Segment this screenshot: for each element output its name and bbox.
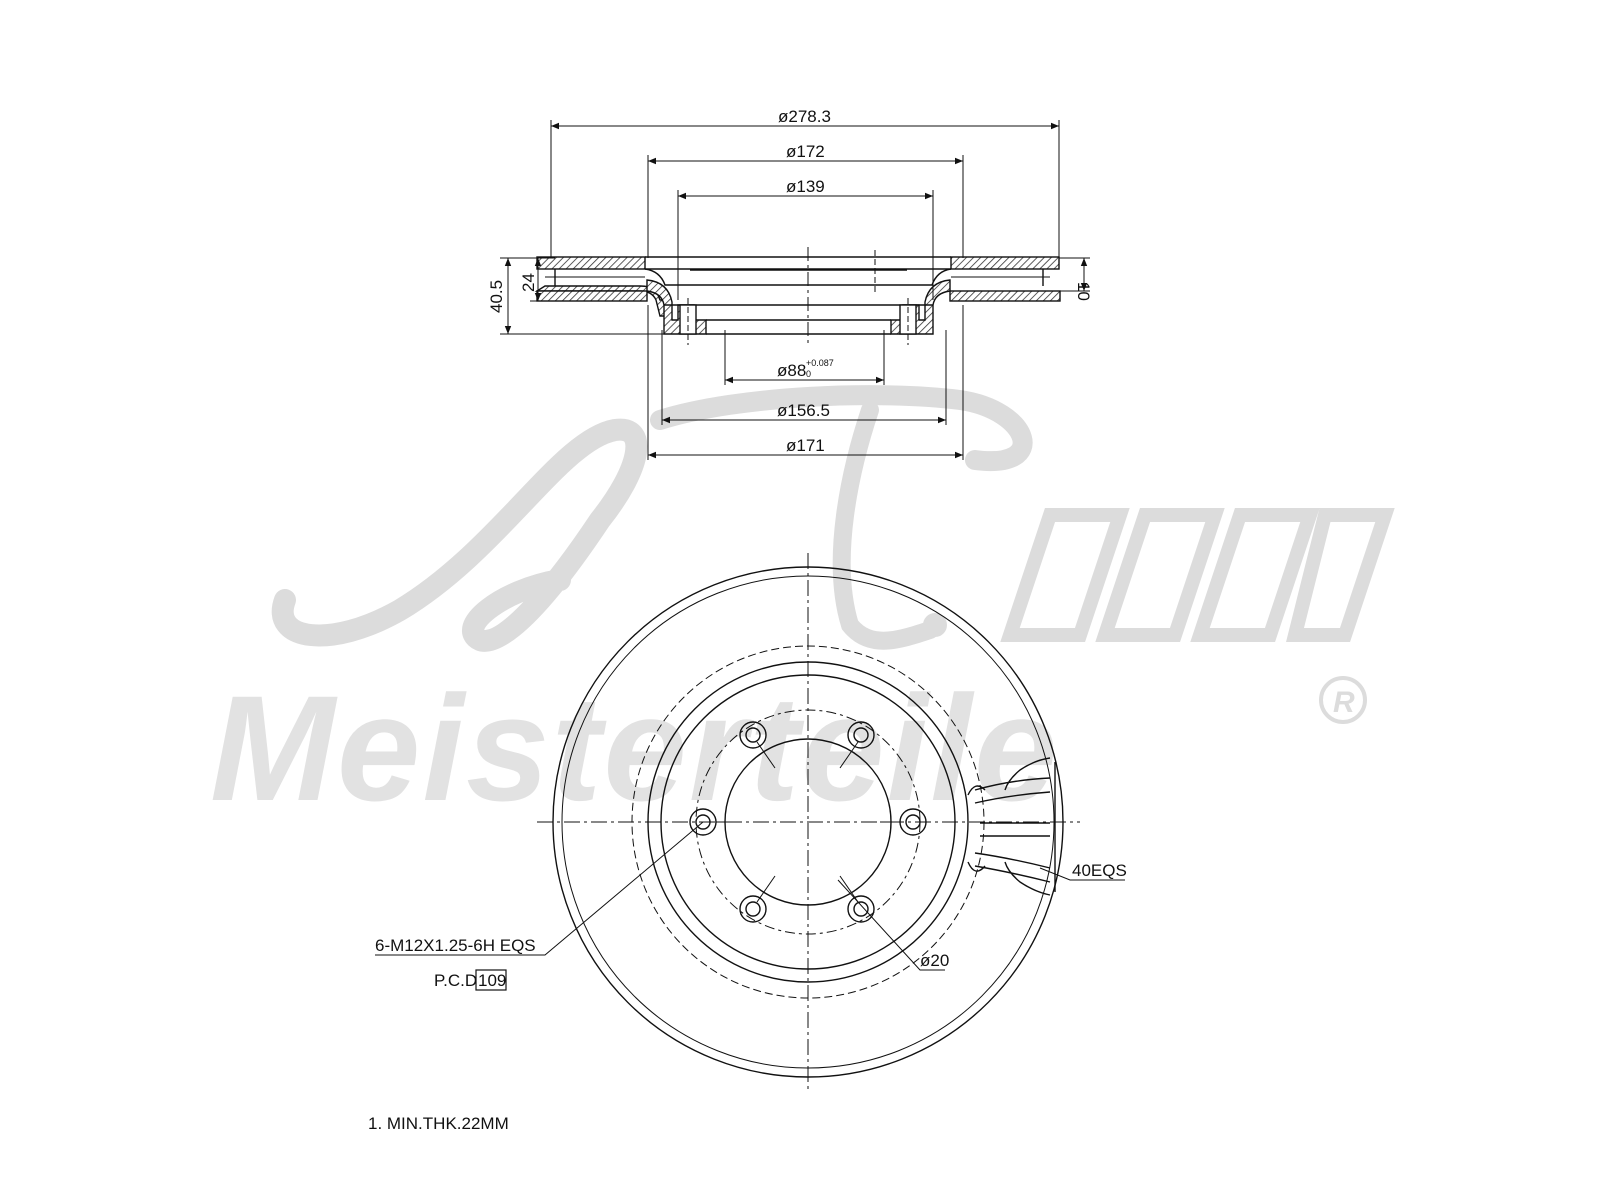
- dim-bore-tol-upper: +0.087: [806, 358, 834, 368]
- upper-friction-plate-left: [536, 256, 646, 270]
- dim-156-5: ø156.5: [777, 401, 830, 420]
- bolt-hole-6: [847, 895, 875, 923]
- side-view: [500, 120, 1090, 460]
- dim-139: ø139: [786, 177, 825, 196]
- pcd-value: 109: [478, 971, 506, 990]
- dim-172: ø172: [786, 142, 825, 161]
- side-view-labels: ø278.3 ø172 ø139 ø88 +0.087 0 ø156.5 ø17…: [487, 107, 1093, 455]
- front-view: [375, 553, 1125, 1093]
- thread-leader: [375, 821, 704, 956]
- watermark-swash-2: [650, 385, 1033, 472]
- dim-171: ø171: [786, 436, 825, 455]
- bolt-hole-5: [739, 895, 767, 923]
- thread-label: 6-M12X1.25-6H EQS: [375, 936, 536, 955]
- watermark-registered: R: [1333, 686, 1355, 719]
- bolt-hole-2: [847, 721, 875, 749]
- dim-offset: 10: [1074, 282, 1093, 301]
- bolt-hole-1: [739, 721, 767, 749]
- dim-outer-diameter: ø278.3: [778, 107, 831, 126]
- vanes-label: 40EQS: [1072, 861, 1127, 880]
- dim-bore-tol-lower: 0: [806, 369, 811, 379]
- watermark-brand: Meisterteile: [210, 664, 1059, 832]
- upper-friction-plate-right: [950, 256, 1060, 270]
- pcd-label: P.C.D: [434, 971, 477, 990]
- hole-diameter-label: ø20: [920, 951, 949, 970]
- dim-rotor-thickness: 24: [519, 273, 538, 292]
- lower-plate-left: [536, 290, 648, 302]
- front-view-labels: 40EQS 6-M12X1.25-6H EQS P.C.D 109 ø20: [375, 861, 1127, 990]
- vanes: [967, 757, 1056, 896]
- dim-bore: ø88: [777, 361, 806, 380]
- dim-overall-height: 40.5: [487, 280, 506, 313]
- watermark-bars: [1000, 508, 1395, 642]
- watermark-swash-3: [832, 401, 939, 650]
- lower-plate-right: [949, 290, 1061, 302]
- hat-left: [646, 279, 707, 335]
- vanes-leader: [1039, 867, 1125, 881]
- pcd-box: [475, 969, 507, 991]
- watermark-swash: [271, 418, 648, 652]
- watermark-registered-circle: [1319, 676, 1367, 724]
- watermark-dot: [923, 613, 947, 637]
- note-min-thickness: 1. MIN.THK.22MM: [368, 1114, 509, 1133]
- hole-leader: [837, 879, 945, 971]
- watermark: Meisterteile R: [210, 385, 1395, 832]
